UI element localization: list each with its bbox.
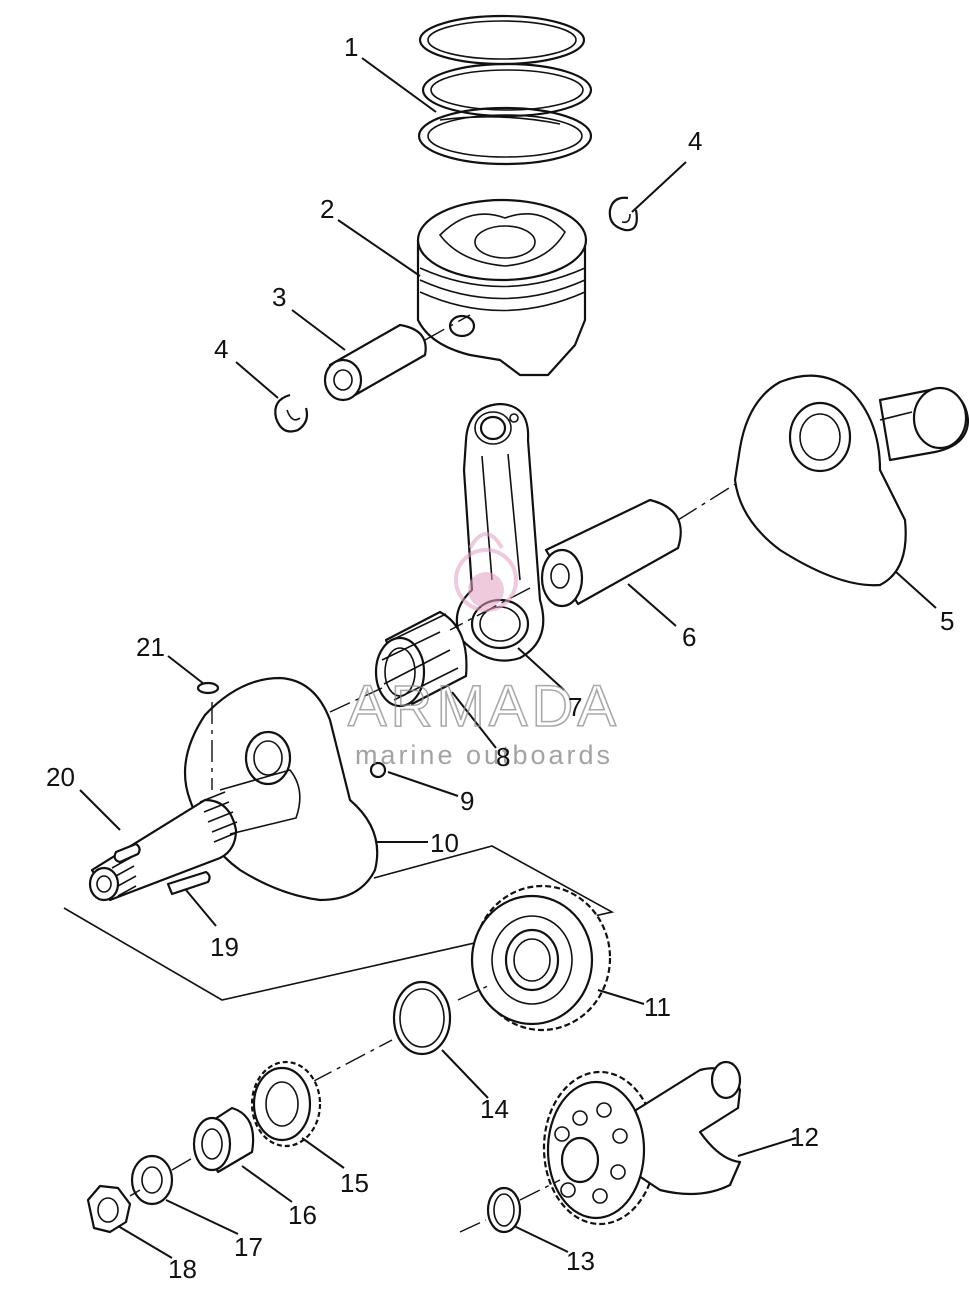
callout-9: 9 xyxy=(460,786,474,816)
callout-2: 2 xyxy=(320,194,334,224)
connecting-rod xyxy=(455,402,545,662)
crankshaft-left-half xyxy=(88,676,383,902)
callout-11: 11 xyxy=(644,992,671,1022)
hex-nut xyxy=(86,1155,197,1234)
callout-16: 16 xyxy=(288,1200,317,1230)
callout-3: 3 xyxy=(272,282,286,312)
callout-21: 21 xyxy=(136,632,165,662)
callout-4-upper: 4 xyxy=(688,126,702,156)
balancer-shaft xyxy=(542,1060,742,1226)
callout-12: 12 xyxy=(790,1122,819,1152)
callout-14: 14 xyxy=(480,1094,509,1124)
armada-watermark: ARMADA marine outboards xyxy=(347,532,620,770)
crankshaft-right-half xyxy=(733,374,969,587)
crank-pin xyxy=(449,477,746,631)
needle-bearing xyxy=(374,610,468,708)
callout-20: 20 xyxy=(46,762,75,792)
balancer-circlip xyxy=(459,1179,561,1234)
callout-19: 19 xyxy=(210,932,239,962)
crankshaft-gear xyxy=(470,884,612,1032)
watermark-logo-icon xyxy=(454,532,518,612)
piston-pin xyxy=(323,314,471,402)
callout-17: 17 xyxy=(234,1232,263,1262)
callout-8: 8 xyxy=(496,742,510,772)
dowel-pin xyxy=(166,870,211,896)
watermark-tagline: marine outboards xyxy=(355,740,613,770)
callout-1: 1 xyxy=(344,32,358,62)
piston-pin-circlip-upper xyxy=(608,196,638,232)
watermark-brand: ARMADA xyxy=(348,674,620,739)
callout-6: 6 xyxy=(682,622,696,652)
piston xyxy=(416,198,588,377)
thrust-washer xyxy=(311,980,491,1083)
piston-rings xyxy=(417,14,593,166)
woodruff-key xyxy=(113,842,141,864)
callout-labels: 1 2 3 4 4 5 6 7 8 9 10 11 12 13 14 15 16… xyxy=(46,32,954,1284)
flat-washer xyxy=(130,1154,174,1206)
callout-18: 18 xyxy=(168,1254,197,1284)
timing-sprocket xyxy=(250,1060,322,1148)
callout-15: 15 xyxy=(340,1168,369,1198)
callout-7: 7 xyxy=(568,692,582,722)
piston-pin-circlip-lower xyxy=(274,393,309,433)
leader-lines xyxy=(79,57,937,1259)
callout-5: 5 xyxy=(940,606,954,636)
callout-13: 13 xyxy=(566,1246,595,1276)
crankshaft-assembly-outline xyxy=(63,845,615,1001)
lock-washer xyxy=(192,1106,255,1174)
locating-ball xyxy=(369,761,387,779)
callout-4-lower: 4 xyxy=(214,334,228,364)
small-key xyxy=(196,681,220,695)
callout-10: 10 xyxy=(430,828,459,858)
